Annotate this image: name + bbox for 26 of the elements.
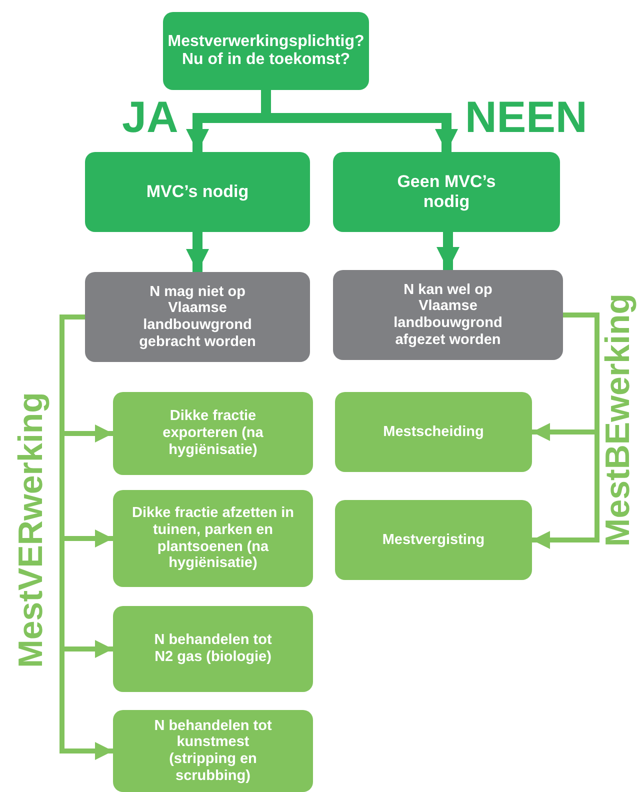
box-text: Geen MVC’s nodig	[396, 172, 497, 212]
condition-box	[333, 270, 563, 360]
box-text: Dikke fractie afzetten in tuinen, parken en plantsoenen (na hygiënisatie)	[131, 505, 295, 572]
box-text: N mag niet op Vlaamse landbouwgrond gebracht worden	[138, 284, 257, 350]
process-box	[333, 152, 560, 232]
box-text: Dikke fractie exporteren (na hygiënisatie)	[162, 408, 264, 458]
process-box	[113, 606, 313, 692]
process-box	[335, 500, 532, 580]
side-label: MestBEwerking	[601, 293, 635, 547]
process-box	[113, 392, 313, 475]
process-box	[113, 490, 313, 587]
process-box	[163, 12, 369, 90]
box-text: N behandelen tot kunstmest (stripping en scrubbing)	[153, 718, 273, 784]
box-text: Mestverwerkingsplichtig? Nu of in de toekomst?	[168, 32, 364, 70]
condition-box	[85, 272, 310, 362]
process-box	[335, 392, 532, 472]
process-box	[113, 710, 313, 792]
box-text: N kan wel op Vlaamse landbouwgrond afgezet worden	[392, 282, 504, 348]
side-label: MestVERwerking	[14, 392, 48, 668]
arrow	[436, 232, 460, 270]
box-text: Mestscheiding	[383, 424, 484, 440]
box-text: Mestvergisting	[382, 532, 485, 548]
arrow	[186, 232, 209, 272]
process-box	[85, 152, 310, 232]
box-text: MVC’s nodig	[146, 182, 249, 202]
box-text: N behandelen tot N2 gas (biologie)	[153, 632, 273, 666]
